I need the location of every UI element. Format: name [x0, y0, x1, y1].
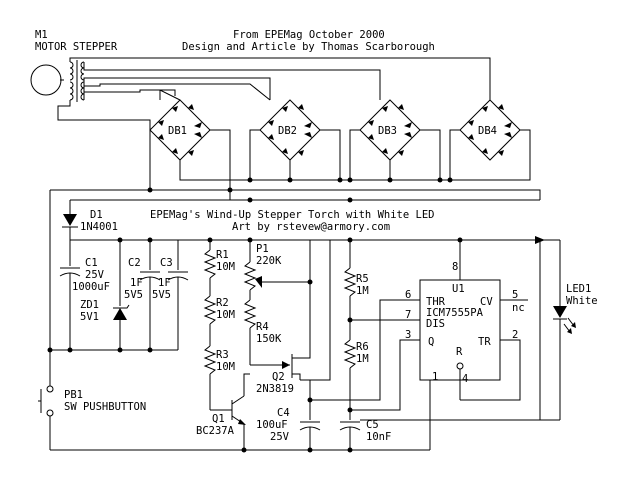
bridge-dc-wiring [49, 129, 541, 350]
pb1-name: SW PUSHBUTTON [64, 401, 146, 413]
resistor-r2: R2 10M [203, 295, 235, 346]
bridge-db4-label: DB4 [478, 125, 497, 137]
bridge-db4: DB4 [459, 99, 521, 161]
pushbutton-pb1: PB1 SW PUSHBUTTON [38, 350, 146, 450]
header-line1: From EPEMag October 2000 [233, 29, 385, 41]
subtitle-line1: EPEMag's Wind-Up Stepper Torch with Whit… [150, 209, 434, 221]
d1-part: 1N4001 [80, 221, 118, 233]
bridge-db1: DB1 [149, 99, 211, 161]
zener-zd1: ZD1 5V1 [80, 240, 130, 350]
r3-ref: R3 [216, 349, 229, 361]
r4-ref: R4 [256, 321, 269, 333]
positive-rail [70, 236, 545, 244]
transistor-q1: Q1 BC237A [196, 373, 250, 450]
motor-wiring [57, 57, 491, 190]
u1-pin1: 1 [432, 371, 438, 383]
ic-u1: U1 THR ICM7555PA DIS CV Q R TR nc 8 6 7 … [310, 237, 528, 450]
r4-value: 150K [256, 333, 282, 345]
u1-pin2: 2 [512, 329, 518, 341]
c2-ref: C2 [128, 257, 141, 269]
capacitor-c4: C4 100uF 25V [256, 380, 321, 450]
p1-value: 220K [256, 255, 282, 267]
u1-part: ICM7555PA [426, 307, 484, 319]
u1-nc: nc [512, 302, 525, 314]
bridge-db1-label: DB1 [168, 125, 187, 137]
c5-value: 10nF [366, 431, 391, 443]
diode-d1: D1 1N4001 [62, 209, 118, 240]
q2-ref: Q2 [272, 371, 285, 383]
led1-ref: LED1 [566, 283, 591, 295]
c3-value2: 5V5 [152, 289, 171, 301]
c4-value1: 100uF [256, 419, 288, 431]
u1-ref: U1 [452, 283, 465, 295]
motor-ref: M1 [35, 29, 48, 41]
capacitor-c5: C5 10nF [339, 419, 391, 450]
u1-pin3: 3 [405, 329, 411, 341]
p1-ref: P1 [256, 243, 269, 255]
q1-ref: Q1 [212, 413, 225, 425]
stepper-motor: M1 MOTOR STEPPER [30, 29, 118, 102]
r6-ref: R6 [356, 341, 369, 353]
c4-ref: C4 [277, 407, 290, 419]
u1-q: Q [428, 336, 434, 348]
bridge-db2-label: DB2 [278, 125, 297, 137]
bridge-db3-label: DB3 [378, 125, 397, 137]
c2-value1: 1F [130, 277, 143, 289]
d1-ref: D1 [90, 209, 103, 221]
jfet-q2: Q2 2N3819 [250, 240, 331, 395]
u1-r: R [456, 346, 463, 358]
u1-pin4: 4 [462, 373, 468, 385]
led1-name: White [566, 295, 598, 307]
c5-ref: C5 [366, 419, 379, 431]
u1-pin5: 5 [512, 289, 518, 301]
q2-part: 2N3819 [256, 383, 294, 395]
u1-pin8: 8 [452, 261, 458, 273]
u1-pin6: 6 [405, 289, 411, 301]
r2-value: 10M [216, 309, 235, 321]
led-led1: LED1 White [540, 239, 598, 420]
r2-ref: R2 [216, 297, 229, 309]
mid-rail [47, 347, 178, 353]
pb1-ref: PB1 [64, 389, 83, 401]
potentiometer-p1: P1 220K [243, 237, 310, 300]
capacitor-c2: C2 1F 5V5 [124, 240, 161, 350]
u1-dis: DIS [426, 318, 445, 330]
resistor-r4: R4 150K [243, 299, 282, 365]
u1-cv: CV [480, 296, 493, 308]
header-line2: Design and Article by Thomas Scarborough [182, 41, 435, 53]
c1-value1: 25V [85, 269, 105, 281]
zd1-value: 5V1 [80, 311, 99, 323]
r1-value: 10M [216, 261, 235, 273]
c1-ref: C1 [85, 257, 98, 269]
r5-ref: R5 [356, 273, 369, 285]
r3-value: 10M [216, 361, 235, 373]
c4-value2: 25V [270, 431, 290, 443]
c2-value2: 5V5 [124, 289, 143, 301]
u1-tr: TR [478, 336, 491, 348]
motor-name: MOTOR STEPPER [35, 41, 118, 53]
q1-part: BC237A [196, 425, 235, 437]
c1-value2: 1000uF [72, 281, 110, 293]
ground-rail [50, 447, 430, 453]
capacitor-c1: C1 25V 1000uF [59, 240, 110, 350]
r1-ref: R1 [216, 249, 229, 261]
resistor-r5: R5 1M [343, 240, 369, 340]
subtitle-line2: Art by rstevew@armory.com [232, 221, 390, 233]
resistor-r3: R3 10M [203, 345, 235, 410]
u1-thr: THR [426, 296, 446, 308]
right-wiring [360, 240, 560, 421]
r6-value: 1M [356, 353, 369, 365]
u1-pin7: 7 [405, 309, 411, 321]
bridge-db3: DB3 [359, 99, 421, 161]
r5-value: 1M [356, 285, 369, 297]
resistor-r1: R1 10M [203, 240, 235, 296]
zd1-ref: ZD1 [80, 299, 99, 311]
resistor-r6: R6 1M [343, 339, 369, 420]
capacitor-c3: C3 1F 5V5 [152, 240, 189, 350]
c3-ref: C3 [160, 257, 173, 269]
c3-value1: 1F [158, 277, 171, 289]
bridge-db2: DB2 [259, 99, 321, 161]
